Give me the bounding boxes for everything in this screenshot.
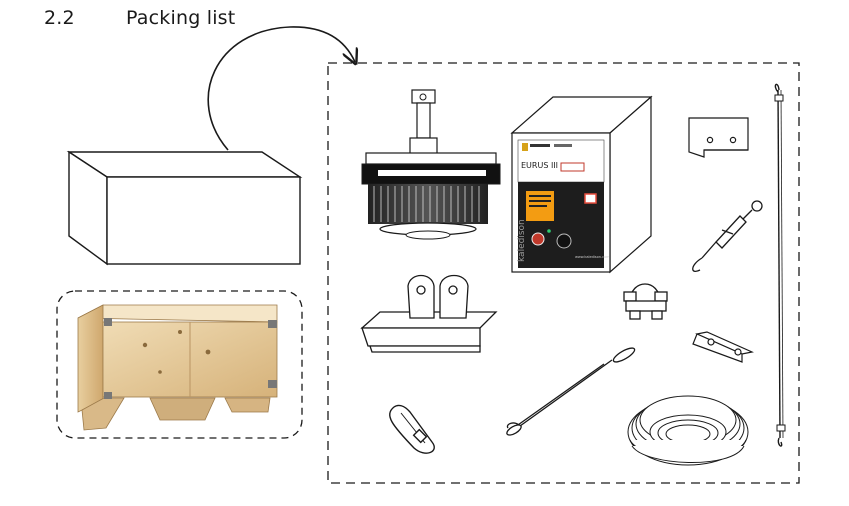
suspension-rod bbox=[506, 347, 636, 436]
mounting-bracket bbox=[688, 117, 749, 158]
device-brand-vertical: kaledison bbox=[517, 219, 527, 262]
section-number: 2.2 bbox=[44, 7, 75, 29]
contents-frame bbox=[327, 62, 800, 484]
crate-photo-frame bbox=[56, 290, 303, 439]
section-title: Packing list bbox=[126, 7, 236, 29]
connecting-plate bbox=[692, 331, 754, 363]
wire-rope-clip bbox=[623, 283, 668, 320]
cable-coil bbox=[627, 395, 749, 466]
turnbuckle bbox=[692, 200, 763, 272]
shipping-box-outline bbox=[66, 150, 303, 266]
steel-wire-rope bbox=[774, 83, 786, 447]
device-website: www.kaledison.com bbox=[575, 255, 610, 259]
control-box: EURUS III kaledison www.kaledison.com bbox=[510, 95, 653, 274]
wooden-crate-image bbox=[77, 304, 278, 431]
device-model-label: EURUS III bbox=[521, 161, 558, 170]
curved-arrow bbox=[207, 26, 355, 151]
chain-connector bbox=[389, 404, 435, 454]
ceiling-mount-base bbox=[360, 274, 498, 353]
lamp-fixture bbox=[361, 89, 501, 240]
